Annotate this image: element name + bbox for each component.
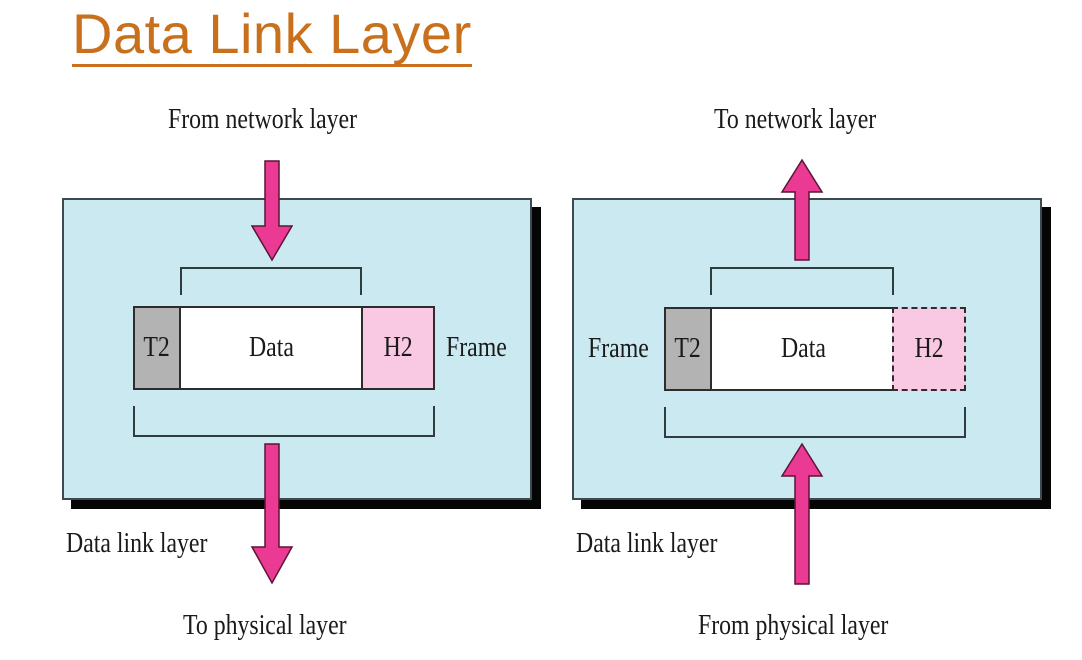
receiver-header-label: H2 <box>914 333 944 364</box>
from-network-layer-label: From network layer <box>168 104 358 135</box>
sender-data-link-layer-label: Data link layer <box>66 528 208 559</box>
sender-arrow-down-in-icon <box>250 160 294 262</box>
receiver-frame-bracket <box>664 407 966 438</box>
receiver-data-bracket <box>710 267 894 295</box>
sender-trailer-label: T2 <box>143 332 171 363</box>
receiver-data-segment: Data <box>710 307 894 391</box>
to-physical-layer-label: To physical layer <box>183 610 347 641</box>
receiver-data-link-layer-label: Data link layer <box>576 528 718 559</box>
sender-header-segment: H2 <box>361 306 435 390</box>
receiver-header-segment-dashed: H2 <box>892 307 966 391</box>
to-network-layer-label: To network layer <box>714 104 877 135</box>
receiver-frame-label: Frame <box>588 333 649 364</box>
receiver-data-label: Data <box>780 333 826 364</box>
sender-data-segment: Data <box>179 306 363 390</box>
sender-data-label: Data <box>248 332 294 363</box>
sender-frame-bracket <box>133 406 435 437</box>
sender-arrow-down-out-icon <box>250 443 294 585</box>
receiver-arrow-up-out-icon <box>780 158 824 261</box>
sender-frame-label: Frame <box>446 332 507 363</box>
sender-data-bracket <box>180 267 362 295</box>
sender-trailer-segment: T2 <box>133 306 181 390</box>
from-physical-layer-label: From physical layer <box>698 610 889 641</box>
receiver-trailer-segment: T2 <box>664 307 712 391</box>
page-title: Data Link Layer <box>72 2 472 67</box>
sender-header-label: H2 <box>383 332 413 363</box>
receiver-arrow-up-in-icon <box>780 442 824 585</box>
receiver-trailer-label: T2 <box>674 333 702 364</box>
